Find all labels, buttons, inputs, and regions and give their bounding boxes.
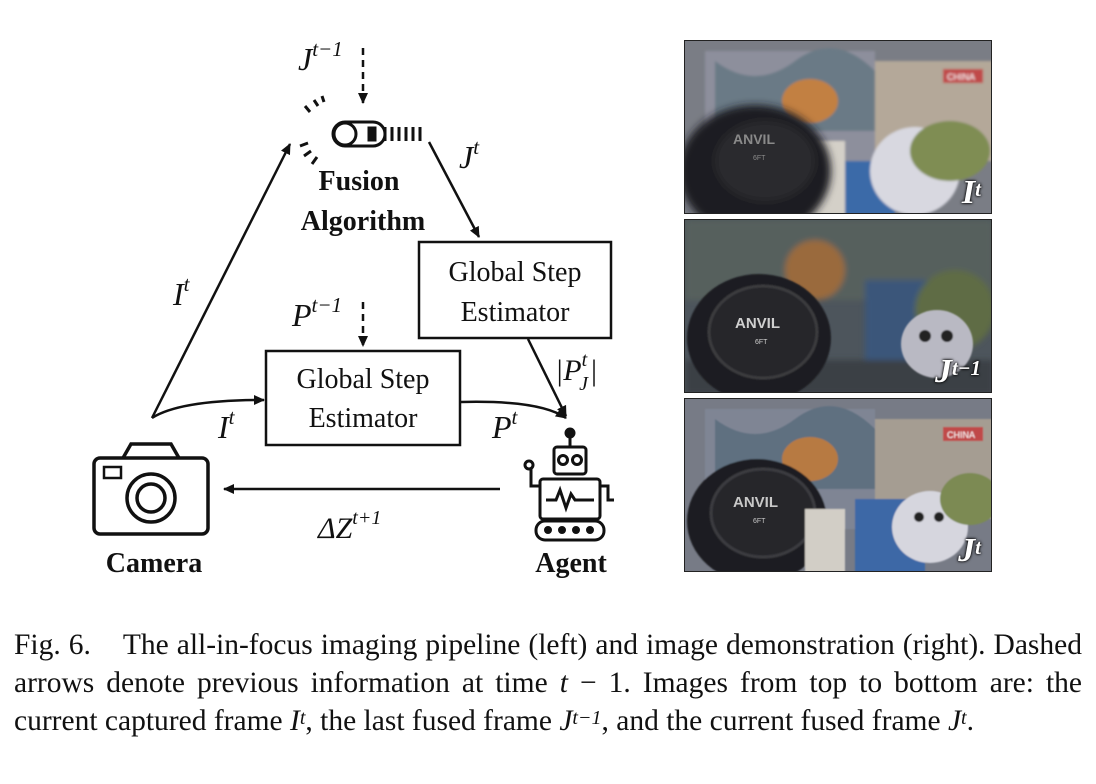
estimator-box-bottom <box>264 349 462 447</box>
arrow-estimator-to-agent <box>526 338 568 417</box>
photo-label-j-t: Jt <box>958 532 981 569</box>
caption-var-i-sup: t <box>299 707 306 729</box>
caption-var-j2: J <box>947 705 962 737</box>
caption-var-j1-sup: t−1 <box>572 707 602 729</box>
caption-text-2: , the last fused frame <box>305 705 560 737</box>
arrow-fusion-to-estimator <box>427 141 481 238</box>
camera-icon <box>92 442 210 536</box>
estimator-box-top <box>417 240 613 340</box>
scene-image: ANVIL 6FT <box>685 220 991 392</box>
tape-brand-text: ANVIL <box>733 494 778 511</box>
arrow-camera-to-estimator <box>151 395 265 420</box>
label-j-prev: Jt−1 <box>298 37 343 77</box>
photo-label-j-prev: Jt−1 <box>934 353 981 390</box>
photo-last-fused-frame: ANVIL 6FT Jt−1 <box>684 219 992 393</box>
tape-size-text: 6FT <box>753 518 766 525</box>
label-j-t: Jt <box>459 135 480 175</box>
pipeline-diagram: Fusion Algorithm Jt−1 Jt Global Step Est… <box>92 37 614 579</box>
caption-fig-number: Fig. 6. <box>14 629 91 661</box>
caption-var-i: I <box>290 705 300 737</box>
scene-image: CHINA ANVIL 6FT <box>685 399 991 571</box>
poster-text: CHINA <box>947 430 975 440</box>
caption-var-t: t <box>559 667 568 699</box>
label-p-t: Pt <box>491 405 519 445</box>
robot-agent-icon <box>523 427 614 542</box>
photo-current-fused-frame: CHINA ANVIL 6FT Jt <box>684 398 992 572</box>
poster-text: CHINA <box>947 72 975 82</box>
photo-current-frame: CHINA ANVIL 6FT It <box>684 40 992 214</box>
estimator-bottom-line1: Global Step <box>297 364 430 395</box>
caption-minus: − 1. Images from top to bottom are: the … <box>14 667 1083 737</box>
arrow-estimator-to-agent-p <box>460 400 567 420</box>
caption-var-j2-sup: t <box>961 707 967 729</box>
camera-label: Camera <box>106 548 202 579</box>
fusion-spotlight-icon <box>299 95 422 165</box>
photo-label-i-t: It <box>961 174 981 211</box>
arrow-camera-to-fusion <box>150 143 292 419</box>
label-i-left: It <box>172 272 191 312</box>
label-dz: ΔZt+1 <box>317 507 381 545</box>
tape-brand-text: ANVIL <box>733 131 775 147</box>
caption-end: . <box>966 705 974 737</box>
tape-brand-text: ANVIL <box>735 315 780 332</box>
caption-text-1: The all-in-focus imaging pipeline (left)… <box>14 629 1082 699</box>
estimator-bottom-line2: Estimator <box>309 403 419 434</box>
label-p-prev: Pt−1 <box>291 293 342 333</box>
label-i-mid: It <box>217 405 236 445</box>
fusion-title-line2: Algorithm <box>301 206 425 237</box>
tape-size-text: 6FT <box>755 339 768 346</box>
caption-text-3: , and the current fused frame <box>601 705 948 737</box>
estimator-top-line1: Global Step <box>449 257 582 288</box>
caption-var-j1: J <box>559 705 573 737</box>
figure-caption: Fig. 6. The all-in-focus imaging pipelin… <box>14 626 1082 740</box>
tape-size-text: 6FT <box>753 155 766 162</box>
agent-label: Agent <box>535 548 607 579</box>
estimator-top-line2: Estimator <box>461 297 571 328</box>
fusion-title-line1: Fusion <box>319 166 400 197</box>
scene-image: CHINA ANVIL 6FT <box>685 41 991 213</box>
